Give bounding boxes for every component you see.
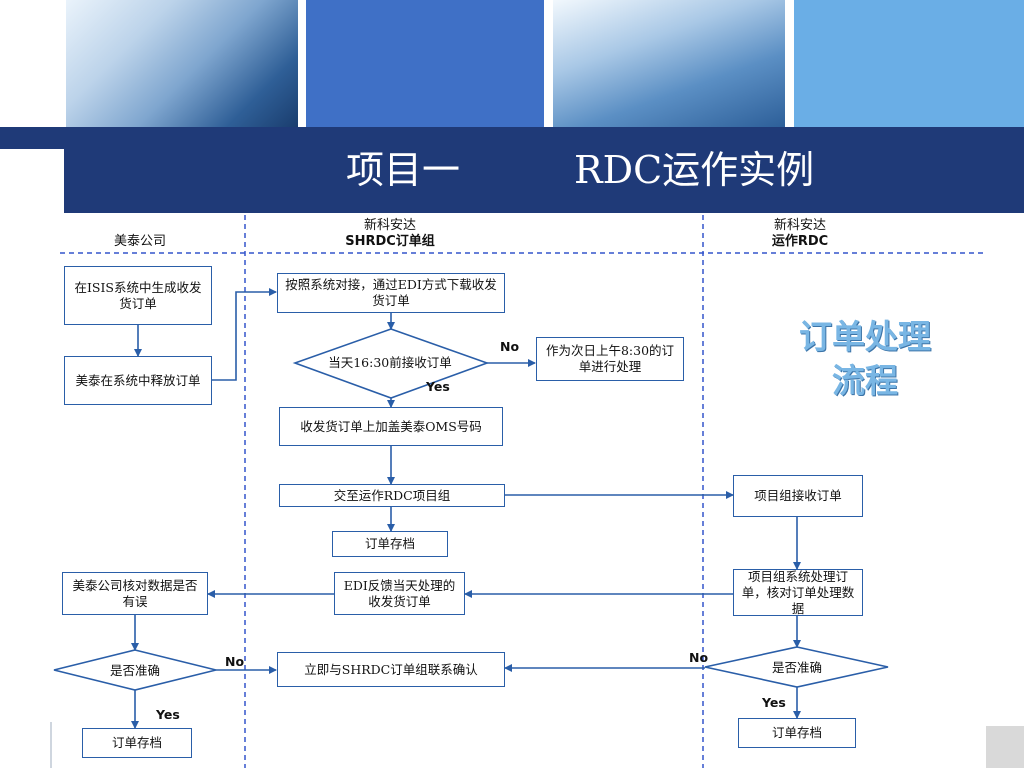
node-rdc-process-order: 项目组系统处理订单，核对订单处理数据 <box>733 569 863 616</box>
node-next-day-processing: 作为次日上午8:30的订单进行处理 <box>536 337 684 381</box>
node-add-oms-number: 收发货订单上加盖美泰OMS号码 <box>279 407 503 446</box>
node-meitai-accuracy-label: 是否准确 <box>109 662 160 678</box>
title-bar-left-strip <box>0 127 64 149</box>
slide-title: 项目一 RDC运作实例 <box>346 148 815 192</box>
lane-header-meitai: 美泰公司 <box>113 234 166 249</box>
node-rdc-accuracy-label: 是否准确 <box>771 659 822 675</box>
node-meitai-create-order: 在ISIS系统中生成收发货订单 <box>64 266 212 325</box>
decision-diamond-meitai-accuracy <box>53 649 217 691</box>
decision-diamond-rdc-accuracy <box>704 646 889 688</box>
lane-header-rdc: 新科安达 运作RDC <box>735 218 865 250</box>
branch-label-no-meitai-accuracy: No <box>225 654 245 669</box>
node-contact-shrdc: 立即与SHRDC订单组联系确认 <box>277 652 505 687</box>
keyboard-hands-photo <box>66 0 298 127</box>
title-bar-notch <box>0 149 64 213</box>
blue-panel <box>306 0 544 127</box>
decision-diamond-receive-time <box>292 328 490 399</box>
order-process-flow-label: 订单处理流程 <box>799 317 931 400</box>
node-to-rdc-team: 交至运作RDC项目组 <box>279 484 505 507</box>
flow-arrows <box>131 288 801 729</box>
node-meitai-archive: 订单存档 <box>82 728 192 758</box>
lane-header-shrdc-line2: SHRDC订单组 <box>345 234 435 249</box>
slide-edge-mark <box>50 722 52 768</box>
node-meitai-verify-data: 美泰公司核对数据是否有误 <box>62 572 208 615</box>
node-receive-time-label: 当天16:30前接收订单 <box>328 354 452 370</box>
lane-header-rdc-line2: 运作RDC <box>771 234 829 249</box>
node-edi-download: 按照系统对接，通过EDI方式下载收发货订单 <box>277 273 505 313</box>
skyscraper-photo <box>553 0 785 127</box>
branch-label-yes-receive-time: Yes <box>426 379 450 394</box>
lane-header-rdc-line1: 新科安达 <box>773 218 826 233</box>
lane-header-shrdc-line1: 新科安达 <box>363 218 416 233</box>
title-bar <box>0 127 1024 213</box>
node-meitai-release-order: 美泰在系统中释放订单 <box>64 356 212 405</box>
branch-label-no-rdc-accuracy: No <box>689 650 709 665</box>
corner-gray-block <box>986 726 1024 768</box>
branch-label-yes-rdc-accuracy: Yes <box>762 695 786 710</box>
branch-label-no-receive-time: No <box>500 339 520 354</box>
node-shrdc-archive: 订单存档 <box>332 531 448 557</box>
node-rdc-receive-order: 项目组接收订单 <box>733 475 863 517</box>
header-photo-strip <box>0 0 1024 127</box>
lane-header-shrdc: 新科安达 SHRDC订单组 <box>315 218 465 250</box>
node-edi-feedback: EDI反馈当天处理的收发货订单 <box>334 572 465 615</box>
node-rdc-archive: 订单存档 <box>738 718 856 748</box>
lane-dividers <box>60 215 985 768</box>
branch-label-yes-meitai-accuracy: Yes <box>156 707 180 722</box>
light-blue-panel <box>794 0 1024 127</box>
